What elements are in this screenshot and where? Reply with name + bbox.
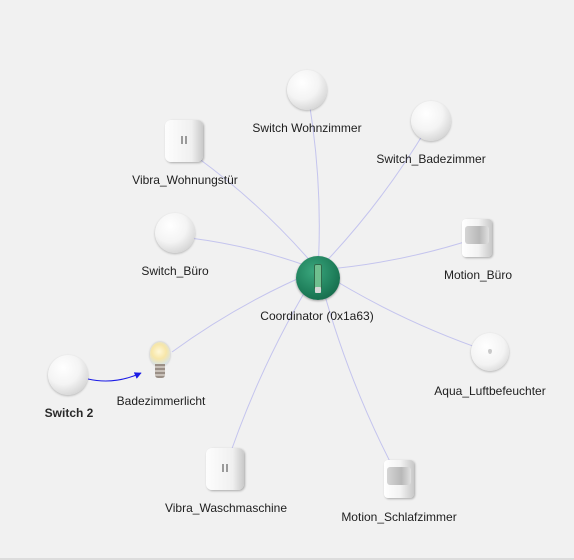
link-coordinator-motion-schlafzimmer [317,269,400,480]
link-coordinator-motion-buero [317,237,478,271]
node-label-motion-buero: Motion_Büro [443,268,513,282]
node-label-motion-schlafzimmer: Motion_Schlafzimmer [341,510,457,524]
link-coordinator-switch-badezimmer [317,120,432,271]
water-leak-sensor-icon[interactable] [471,333,509,371]
node-label-badezimmerlicht: Badezimmerlicht [116,394,206,408]
motion-sensor-icon[interactable] [462,219,492,257]
link-coordinator-vibra-wohnungstuer [197,157,319,271]
link-coordinator-vibra-waschmaschine [224,269,319,470]
round-switch-icon[interactable] [411,101,451,141]
node-label-switch-wohnzimmer: Switch Wohnzimmer [252,121,362,135]
node-label-aqua-luftbefeuchter: Aqua_Luftbefeuchter [434,384,546,398]
vibration-sensor-icon[interactable] [165,120,203,162]
link-coordinator-switch-wohnzimmer [306,89,320,271]
node-label-switch-2: Switch 2 [44,406,94,420]
node-label-switch-buero: Switch_Büro [141,264,209,278]
node-label-vibra-waschmaschine: Vibra_Waschmaschine [164,501,288,515]
node-label-vibra-wohnungstuer: Vibra_Wohnungstür [132,173,238,187]
motion-sensor-icon[interactable] [384,460,414,498]
round-switch-icon[interactable] [287,70,327,110]
round-switch-icon[interactable] [48,355,88,395]
vibration-sensor-icon[interactable] [206,448,244,490]
round-switch-icon[interactable] [155,213,195,253]
coordinator-icon[interactable] [296,256,340,300]
node-label-switch-badezimmer: Switch_Badezimmer [376,152,486,166]
node-label-coordinator: Coordinator (0x1a63) [260,309,374,323]
light-bulb-icon[interactable] [147,342,173,382]
binding-link-switch-2-badezimmerlicht [87,372,142,382]
